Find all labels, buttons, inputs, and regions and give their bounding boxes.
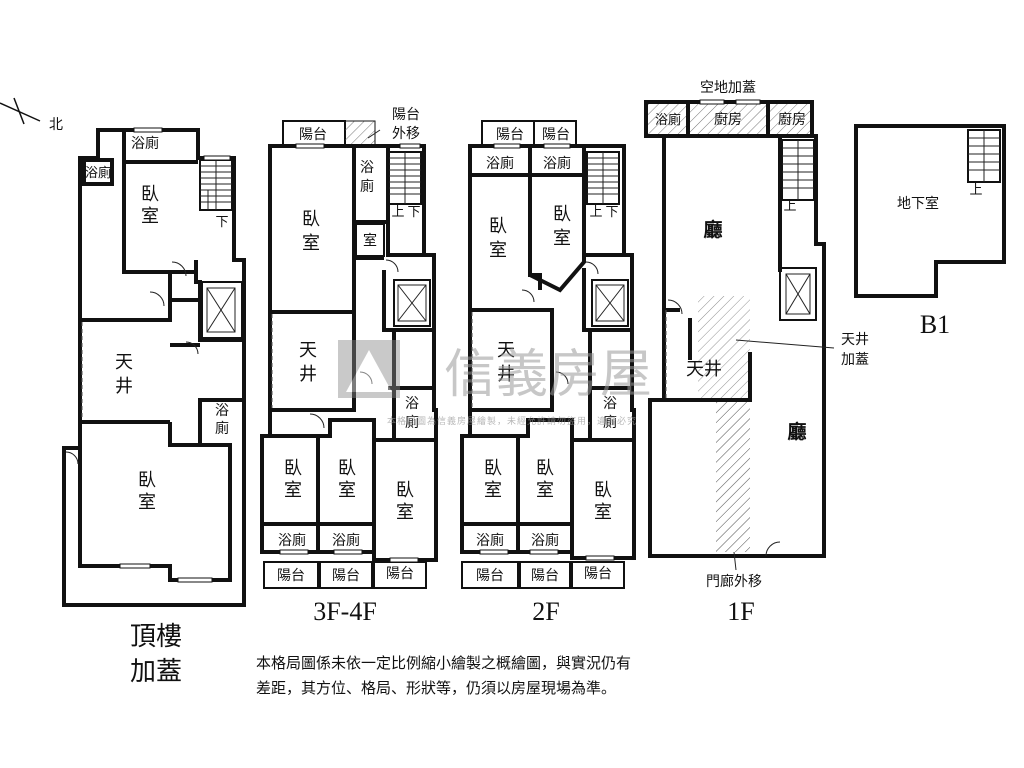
f34-label: 3F-4F bbox=[313, 597, 377, 626]
rooftop-plan: 浴廁 浴廁 臥 室 下 天 井 浴 廁 臥 室 頂樓 加蓋 bbox=[62, 127, 246, 687]
f34-balcony-bottom-3: 陽台 bbox=[386, 566, 414, 582]
rooftop-light-well-line2: 井 bbox=[115, 376, 133, 397]
f34-bath-bottom-1: 浴廁 bbox=[278, 532, 306, 549]
f34-balcony-bottom-2: 陽台 bbox=[332, 568, 360, 584]
rooftop-bedroom-bottom-line1: 臥 bbox=[138, 470, 156, 491]
f2-bedroom-3-line1: 臥 bbox=[594, 480, 612, 501]
f2-balcony-bottom-3: 陽台 bbox=[584, 566, 612, 582]
f34-bath-top-line2: 廁 bbox=[360, 178, 374, 195]
f2-stair-up: 上 bbox=[589, 205, 602, 220]
rooftop-label-line1: 頂樓 bbox=[130, 622, 182, 652]
f34-bedroom-3-line2: 室 bbox=[396, 502, 414, 523]
f34-bath-bottom-2: 浴廁 bbox=[332, 532, 360, 549]
f34-balcony-moved-line2: 外移 bbox=[392, 126, 420, 142]
f2-bedroom-top-2-line2: 室 bbox=[553, 228, 571, 249]
watermark-notice: 本格局圖為信義房屋繪製，未經允許請勿盜用，違者必究 bbox=[387, 415, 637, 427]
f2-balcony-bottom-1: 陽台 bbox=[476, 568, 504, 584]
f2-bath-mid-line2: 廁 bbox=[603, 414, 617, 431]
f2-bedroom-3-line2: 室 bbox=[594, 502, 612, 523]
f1-annotation-well-line2: 加蓋 bbox=[841, 352, 869, 368]
north-label: 北 bbox=[49, 117, 63, 133]
f34-light-well-line1: 天 bbox=[299, 340, 317, 361]
rooftop-stair-down: 下 bbox=[215, 215, 228, 230]
f2-bedroom-1-line1: 臥 bbox=[484, 458, 502, 479]
f2-bedroom-top-1-line1: 臥 bbox=[489, 216, 507, 237]
plan-1f: 空地加蓋 浴廁 廚房 廚房 廳 上 天井 廳 天井 加蓋 門廊外移 1F bbox=[644, 80, 869, 626]
rooftop-light-well-line1: 天 bbox=[115, 352, 133, 373]
f34-bedroom-2-line2: 室 bbox=[338, 480, 356, 501]
f2-balcony-top-2: 陽台 bbox=[542, 127, 570, 143]
rooftop-label-line2: 加蓋 bbox=[130, 657, 182, 687]
watermark-brand: 信義房屋 bbox=[444, 345, 652, 405]
f1-kitchen-2: 廚房 bbox=[778, 111, 806, 128]
plan-b1: 地下室 上 B1 bbox=[854, 124, 1006, 339]
rooftop-bedroom-top-line2: 室 bbox=[141, 206, 159, 227]
f34-bedroom-1-line1: 臥 bbox=[284, 458, 302, 479]
f2-bedroom-2-line2: 室 bbox=[536, 480, 554, 501]
f2-bath-top-2: 浴廁 bbox=[543, 155, 571, 172]
f1-annotation-well-line1: 天井 bbox=[841, 332, 869, 348]
plan-2f: 陽台 陽台 浴廁 浴廁 臥 室 臥 室 上 下 天 井 浴 廁 臥 室 臥 室 … bbox=[460, 120, 636, 626]
f34-bath-mid-line2: 廁 bbox=[405, 414, 419, 431]
f34-bath-mid-line1: 浴 bbox=[405, 396, 419, 412]
f34-bedroom-2-line1: 臥 bbox=[338, 458, 356, 479]
f2-light-well-line2: 井 bbox=[497, 364, 515, 385]
f1-light-well: 天井 bbox=[686, 359, 722, 380]
rooftop-bedroom-top-line1: 臥 bbox=[141, 184, 159, 205]
rooftop-bath-top: 浴廁 bbox=[131, 135, 159, 152]
plan-3f-4f: 陽台 陽台 外移 浴 廁 臥 室 室 上 下 天 井 浴 廁 臥 室 臥 室 臥… bbox=[260, 107, 438, 626]
f34-light-well-line2: 井 bbox=[299, 364, 317, 385]
disclaimer-line1: 本格局圖係未依一定比例縮小繪製之概繪圖，與實況仍有 bbox=[256, 654, 631, 672]
f2-bedroom-1-line2: 室 bbox=[484, 480, 502, 501]
f1-stair-up: 上 bbox=[783, 199, 796, 214]
f2-bedroom-top-1-line2: 室 bbox=[489, 240, 507, 261]
b1-stair-up: 上 bbox=[969, 183, 982, 198]
f34-bedroom-big-line1: 臥 bbox=[302, 209, 320, 230]
f1-top-note: 空地加蓋 bbox=[700, 80, 756, 96]
f34-stair-up: 上 bbox=[391, 205, 404, 220]
f2-bedroom-top-2-line1: 臥 bbox=[553, 204, 571, 225]
f34-bath-top-line1: 浴 bbox=[360, 160, 374, 176]
compass: 北 bbox=[0, 97, 63, 133]
rooftop-bedroom-bottom-line2: 室 bbox=[138, 492, 156, 513]
f34-balcony-top: 陽台 bbox=[299, 127, 327, 143]
f2-stair-down: 下 bbox=[605, 205, 618, 220]
f1-kitchen-1: 廚房 bbox=[714, 111, 742, 128]
f2-label: 2F bbox=[532, 597, 559, 626]
rooftop-bath-right-line2: 廁 bbox=[215, 420, 229, 437]
watermark: 信義房屋 本格局圖為信義房屋繪製，未經允許請勿盜用，違者必究 bbox=[338, 340, 652, 427]
f1-hall-top: 廳 bbox=[703, 218, 722, 241]
f1-annotation-porch: 門廊外移 bbox=[706, 573, 762, 590]
b1-basement: 地下室 bbox=[897, 195, 939, 212]
f2-bath-bottom-2: 浴廁 bbox=[531, 532, 559, 549]
f2-bath-bottom-1: 浴廁 bbox=[476, 532, 504, 549]
disclaimer-line2: 差距，其方位、格局、形狀等，仍須以房屋現場為準。 bbox=[256, 679, 616, 697]
f1-hall-bottom: 廳 bbox=[787, 420, 806, 443]
f34-small-room: 室 bbox=[363, 232, 377, 249]
f34-bedroom-3-line1: 臥 bbox=[396, 480, 414, 501]
f34-bedroom-1-line2: 室 bbox=[284, 480, 302, 501]
f1-bath: 浴廁 bbox=[655, 112, 681, 128]
rooftop-bath-left: 浴廁 bbox=[85, 165, 111, 181]
f2-balcony-top-1: 陽台 bbox=[496, 127, 524, 143]
f34-bedroom-big-line2: 室 bbox=[302, 233, 320, 254]
b1-label: B1 bbox=[920, 310, 950, 339]
f2-bath-top-1: 浴廁 bbox=[486, 155, 514, 172]
f1-label: 1F bbox=[727, 597, 754, 626]
disclaimer: 本格局圖係未依一定比例縮小繪製之概繪圖，與實況仍有 差距，其方位、格局、形狀等，… bbox=[256, 654, 631, 697]
f2-light-well-line1: 天 bbox=[497, 340, 515, 361]
f34-stair-down: 下 bbox=[407, 205, 420, 220]
f2-balcony-bottom-2: 陽台 bbox=[531, 568, 559, 584]
f2-bedroom-2-line1: 臥 bbox=[536, 458, 554, 479]
f34-balcony-bottom-1: 陽台 bbox=[277, 568, 305, 584]
f2-bath-mid-line1: 浴 bbox=[603, 396, 617, 412]
rooftop-bath-right-line1: 浴 bbox=[215, 403, 229, 419]
f34-balcony-moved-line1: 陽台 bbox=[392, 107, 420, 123]
